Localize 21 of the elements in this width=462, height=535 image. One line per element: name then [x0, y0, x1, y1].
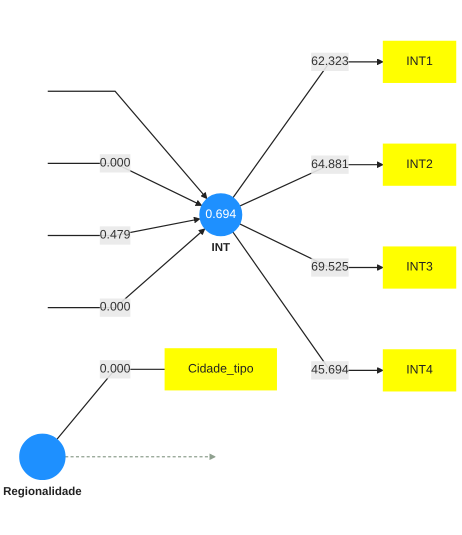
edge-label: 0.000: [100, 156, 130, 170]
node-box: INT4: [382, 349, 456, 392]
arrow: [65, 454, 216, 460]
arrow: [232, 58, 384, 198]
arrow: [232, 232, 384, 374]
edge-label: 0.479: [100, 228, 130, 242]
node-box: INT1: [382, 40, 456, 84]
edge-label: 0.000: [100, 362, 130, 376]
node-circle: 0.694: [199, 194, 242, 236]
arrow: [48, 90, 208, 200]
node-circle: [19, 434, 66, 480]
construct-name: INT: [212, 242, 230, 254]
edge-label: 0.000: [100, 300, 130, 314]
edge-label: 62.323: [311, 55, 349, 68]
edge-label: 69.525: [311, 260, 349, 274]
edge-label: 64.881: [311, 158, 349, 172]
construct-name: Regionalidade: [3, 486, 82, 498]
node-box: INT3: [382, 246, 456, 289]
edge-label: 45.694: [311, 364, 349, 377]
node-box: Cidade_tipo: [164, 348, 277, 391]
node-box: INT2: [382, 144, 456, 186]
